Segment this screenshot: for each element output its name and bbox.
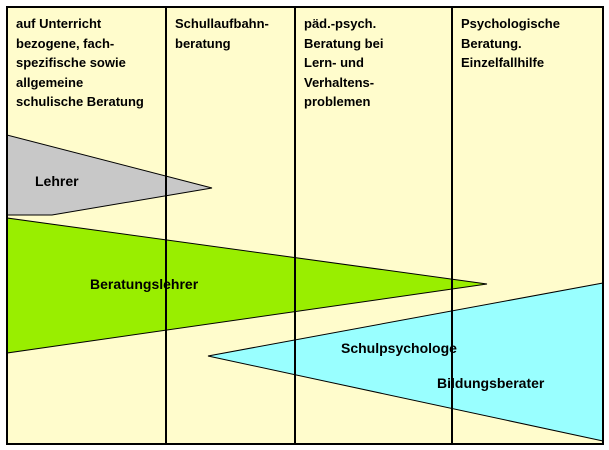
band-label-schulpsychologe: Schulpsychologe <box>341 340 457 356</box>
band-label-bildungsberater: Bildungsberater <box>437 375 545 391</box>
diagram-border <box>6 6 604 445</box>
band-label-beratungslehrer: Beratungslehrer <box>90 276 199 292</box>
column-header-4: Psychologische Beratung. Einzelfallhilfe <box>461 16 560 70</box>
column-header-3: päd.-psych. Beratung bei Lern- und Verha… <box>304 16 384 109</box>
column-header-1: auf Unterricht bezogene, fach- spezifisc… <box>16 16 144 109</box>
band-label-lehrer: Lehrer <box>35 173 79 189</box>
column-header-2: Schullaufbahn- beratung <box>175 16 269 51</box>
